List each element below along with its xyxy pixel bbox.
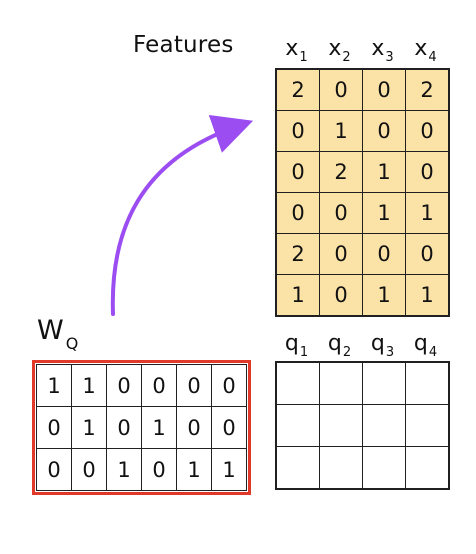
matrix-cell: 0 bbox=[362, 110, 406, 152]
matrix-cell bbox=[275, 404, 320, 447]
matrix-cell: 1 bbox=[211, 448, 247, 491]
matrix-cell: 0 bbox=[36, 448, 72, 491]
x2-header: x2 bbox=[328, 36, 351, 65]
matrix-cell: 1 bbox=[71, 364, 107, 407]
matrix-cell: 1 bbox=[36, 364, 72, 407]
matrix-cell: 0 bbox=[106, 406, 142, 449]
matrix-cell: 0 bbox=[319, 192, 363, 234]
matrix-cell: 0 bbox=[176, 364, 212, 407]
matrix-cell bbox=[405, 404, 450, 447]
matrix-cell: 2 bbox=[319, 151, 363, 193]
matrix-cell bbox=[405, 361, 450, 405]
matrix-cell: 2 bbox=[275, 68, 320, 111]
matrix-cell: 0 bbox=[319, 233, 363, 275]
table-row: 2 0 0 0 bbox=[275, 233, 450, 275]
table-row: 1 0 1 1 bbox=[275, 274, 450, 317]
matrix-cell bbox=[275, 446, 320, 490]
q4-header: q4 bbox=[413, 331, 438, 360]
matrix-cell: 1 bbox=[106, 448, 142, 491]
matrix-cell: 2 bbox=[405, 68, 450, 111]
table-row bbox=[275, 446, 450, 490]
x1-header: x1 bbox=[285, 36, 308, 65]
matrix-cell: 0 bbox=[405, 151, 450, 193]
matrix-cell: 1 bbox=[362, 151, 406, 193]
table-row: 1 1 0 0 0 0 bbox=[36, 364, 247, 407]
matrix-cell: 0 bbox=[275, 151, 320, 193]
matrix-cell bbox=[319, 446, 363, 490]
matrix-cell: 0 bbox=[211, 364, 247, 407]
q3-header: q3 bbox=[370, 331, 395, 360]
features-title: Features bbox=[133, 32, 234, 58]
matrix-cell bbox=[319, 361, 363, 405]
wq-matrix: 1 1 0 0 0 0 0 1 0 1 0 0 0 0 1 0 1 1 bbox=[32, 360, 251, 495]
matrix-cell: 1 bbox=[405, 274, 450, 317]
matrix-cell bbox=[362, 361, 406, 405]
matrix-cell: 0 bbox=[211, 406, 247, 449]
table-row bbox=[275, 361, 450, 405]
matrix-cell: 1 bbox=[405, 192, 450, 234]
table-row bbox=[275, 404, 450, 447]
matrix-cell: 1 bbox=[141, 406, 177, 449]
matrix-cell: 0 bbox=[405, 233, 450, 275]
q-matrix bbox=[275, 361, 450, 490]
matrix-cell bbox=[362, 404, 406, 447]
matrix-cell: 2 bbox=[275, 233, 320, 275]
matrix-cell: 0 bbox=[362, 233, 406, 275]
matrix-cell: 0 bbox=[141, 448, 177, 491]
table-row: 0 0 1 1 bbox=[275, 192, 450, 234]
x3-header: x3 bbox=[371, 36, 394, 65]
x4-header: x4 bbox=[414, 36, 437, 65]
matrix-cell: 0 bbox=[71, 448, 107, 491]
matrix-cell: 1 bbox=[275, 274, 320, 317]
matrix-cell bbox=[275, 361, 320, 405]
table-row: 0 1 0 1 0 0 bbox=[36, 406, 247, 449]
matrix-cell: 1 bbox=[362, 192, 406, 234]
matrix-cell: 1 bbox=[71, 406, 107, 449]
table-row: 0 0 1 0 1 1 bbox=[36, 448, 247, 491]
matrix-cell bbox=[319, 404, 363, 447]
matrix-cell: 0 bbox=[141, 364, 177, 407]
q2-header: q2 bbox=[327, 331, 352, 360]
q1-header: q1 bbox=[284, 331, 309, 360]
matrix-cell: 1 bbox=[176, 448, 212, 491]
matrix-cell bbox=[405, 446, 450, 490]
table-row: 0 2 1 0 bbox=[275, 151, 450, 193]
matrix-cell: 0 bbox=[176, 406, 212, 449]
matrix-cell: 1 bbox=[362, 274, 406, 317]
table-row: 0 1 0 0 bbox=[275, 110, 450, 152]
matrix-cell: 0 bbox=[106, 364, 142, 407]
table-row: 2 0 0 2 bbox=[275, 68, 450, 111]
matrix-cell: 0 bbox=[319, 274, 363, 317]
matrix-cell: 0 bbox=[319, 68, 363, 111]
matrix-cell: 0 bbox=[275, 192, 320, 234]
matrix-cell: 0 bbox=[275, 110, 320, 152]
matrix-cell: 0 bbox=[405, 110, 450, 152]
matrix-cell: 0 bbox=[36, 406, 72, 449]
matrix-cell: 1 bbox=[319, 110, 363, 152]
matrix-cell: 0 bbox=[362, 68, 406, 111]
matrix-cell bbox=[362, 446, 406, 490]
features-matrix: 2 0 0 2 0 1 0 0 0 2 1 0 0 0 1 1 2 0 0 0 bbox=[275, 68, 450, 317]
